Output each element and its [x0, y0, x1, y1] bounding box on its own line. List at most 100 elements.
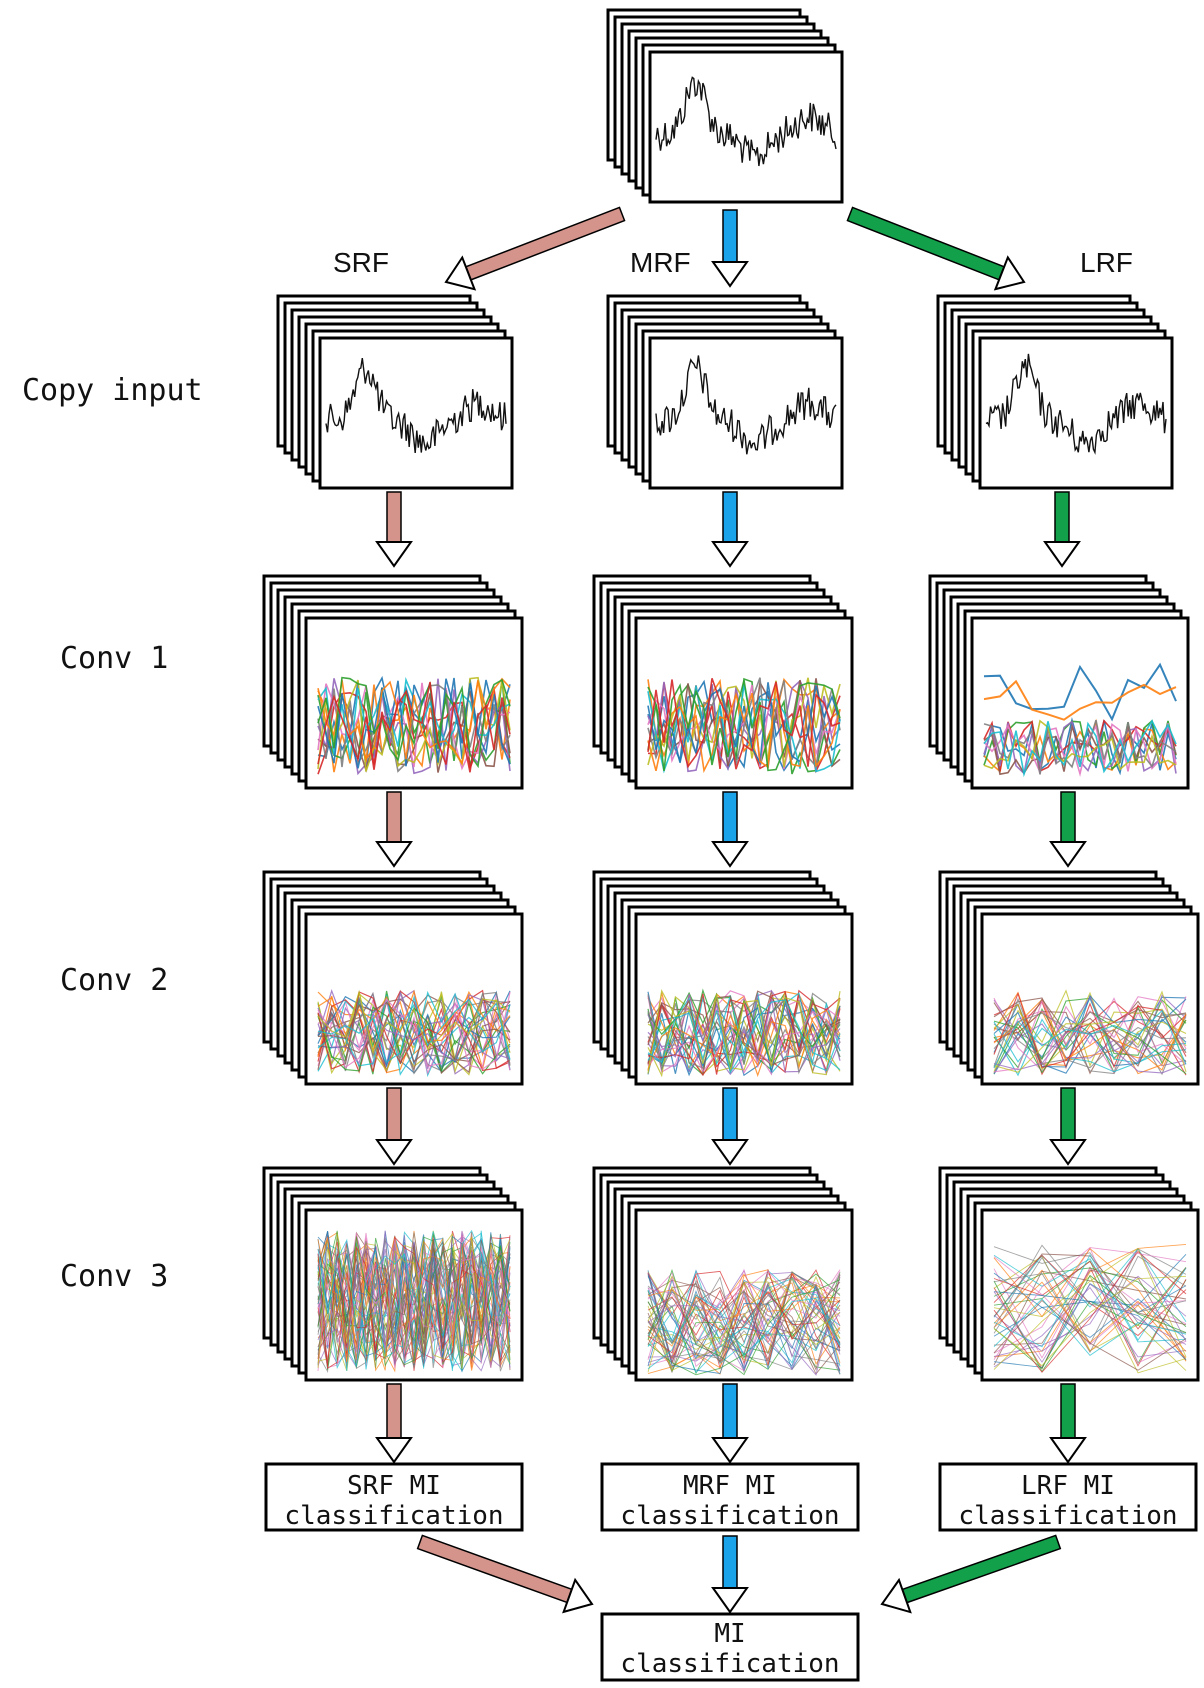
feature-trace: [317, 1245, 511, 1351]
feature-trace: [993, 1275, 1187, 1367]
feature-trace: [647, 1277, 841, 1374]
mrf-classification-box: MRF MI classification: [600, 1462, 860, 1532]
feature-trace: [317, 989, 511, 1054]
feature-trace: [993, 1011, 1187, 1075]
feature-trace: [993, 1291, 1187, 1361]
feature-trace: [647, 1009, 841, 1071]
feature-trace: [647, 991, 841, 1067]
feature-trace: [993, 1018, 1187, 1077]
eeg-trace: [325, 357, 507, 453]
arrow-head: [993, 255, 1026, 291]
feature-trace: [647, 677, 841, 768]
mrf-cls-line1: MRF MI: [683, 1471, 777, 1501]
feature-trace: [647, 1268, 841, 1376]
mrf-arrow-1: [711, 791, 749, 868]
arrow-srf-to-final: [416, 1534, 594, 1614]
arrow-shaft: [1060, 791, 1076, 843]
arrow-shaft: [722, 1383, 738, 1439]
srf-conv1-stack: [262, 574, 524, 790]
feature-trace: [647, 1269, 841, 1328]
feature-trace: [993, 1298, 1187, 1357]
flow-arrows: [375, 206, 1087, 1614]
arrow-shaft: [386, 491, 402, 543]
arrow-head: [444, 255, 477, 291]
row-label-conv3: Conv 3: [60, 1259, 168, 1294]
arrow-shaft: [722, 1535, 738, 1589]
lrf-cls-line1: LRF MI: [1021, 1471, 1115, 1501]
feature-trace: [993, 998, 1187, 1075]
feature-trace: [317, 1232, 511, 1365]
feature-trace: [647, 1273, 841, 1373]
feature-trace: [647, 1282, 841, 1363]
arrow-shaft: [722, 209, 738, 263]
lrf-conv2-stack: [938, 870, 1200, 1086]
arrow-head: [711, 261, 749, 288]
feature-trace: [983, 722, 1177, 776]
feature-trace: [647, 677, 841, 768]
feature-trace: [993, 990, 1187, 1073]
feature-trace: [647, 680, 841, 772]
feature-trace: [993, 996, 1187, 1074]
arrow-shaft: [386, 791, 402, 843]
feature-trace: [993, 1256, 1187, 1346]
feature-trace: [993, 1016, 1187, 1075]
feature-trace: [647, 1274, 841, 1374]
srf-copy-input-stack: [276, 294, 514, 490]
arrow-input-to-lrf: [846, 206, 1026, 291]
feature-map-stacks: [262, 8, 1200, 1382]
mrf-conv3-stack: [592, 1166, 854, 1382]
feature-trace: [993, 1283, 1187, 1363]
feature-trace: [317, 1249, 511, 1370]
feature-trace: [647, 1274, 841, 1371]
feature-trace: [983, 679, 1177, 721]
feature-trace: [993, 1250, 1187, 1373]
feature-trace: [647, 993, 841, 1073]
lrf-cls-line2: classification: [958, 1501, 1177, 1531]
arrow-head: [711, 1437, 749, 1464]
arrow-lrf-to-final: [880, 1534, 1062, 1614]
feature-trace: [983, 722, 1177, 777]
arrow-shaft: [416, 1534, 573, 1604]
feature-trace: [983, 719, 1177, 771]
feature-trace: [993, 996, 1187, 1073]
arrow-head: [375, 541, 413, 568]
feature-trace: [647, 1273, 841, 1363]
arrow-head: [711, 1139, 749, 1166]
feature-trace: [317, 685, 511, 775]
feature-trace: [993, 1012, 1187, 1050]
mrf-conv2-stack: [592, 870, 854, 1086]
feature-trace: [317, 1236, 511, 1368]
mrf-cls-line2: classification: [620, 1501, 839, 1531]
mrf-arrow-2: [711, 1087, 749, 1166]
feature-trace: [317, 678, 511, 769]
feature-trace: [647, 1282, 841, 1371]
arrow-mrf-to-final: [711, 1535, 749, 1614]
feature-trace: [647, 999, 841, 1074]
feature-trace: [647, 1010, 841, 1075]
feature-trace: [317, 989, 511, 1072]
feature-trace: [983, 719, 1177, 771]
arrow-shaft: [722, 491, 738, 543]
lrf-arrow-0: [1043, 491, 1081, 568]
feature-trace: [317, 1235, 511, 1368]
feature-trace: [647, 1294, 841, 1370]
arrow-head: [562, 1577, 594, 1614]
feature-trace: [317, 1229, 511, 1372]
feature-trace: [317, 1001, 511, 1063]
feature-trace: [317, 991, 511, 1075]
arrow-shaft: [1060, 1087, 1076, 1141]
arrow-shaft: [386, 1383, 402, 1439]
feature-trace: [993, 1247, 1187, 1370]
feature-trace: [993, 1299, 1187, 1371]
stack-front-frame: [318, 336, 514, 490]
arrow-head: [880, 1577, 912, 1614]
feature-trace: [993, 1247, 1187, 1357]
final-classification-box: MI classification: [600, 1612, 860, 1682]
feature-trace: [647, 682, 841, 766]
feature-trace: [647, 995, 841, 1078]
feature-trace: [317, 1234, 511, 1372]
feature-trace: [647, 1271, 841, 1354]
srf-conv2-stack: [262, 870, 524, 1086]
arrow-shaft: [1054, 491, 1070, 543]
eeg-trace: [985, 353, 1167, 455]
